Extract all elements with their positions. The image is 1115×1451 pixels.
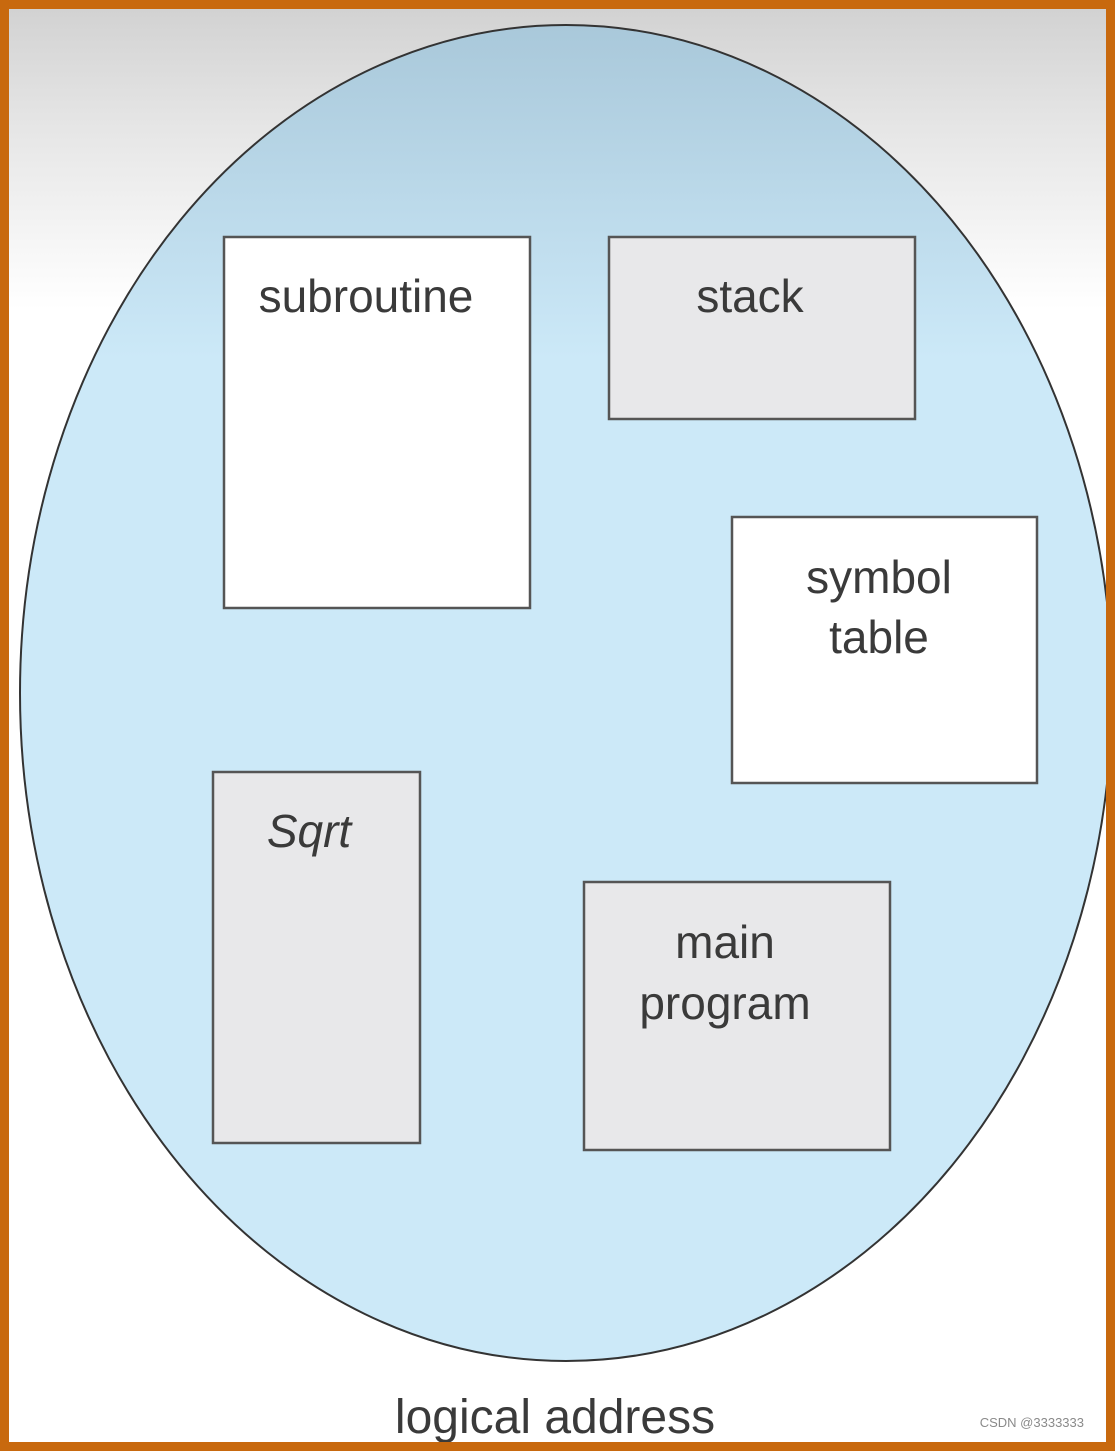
segment-box xyxy=(211,770,422,1145)
diagram-caption: logical address xyxy=(395,1391,715,1444)
segment-symbol-table: symbol table xyxy=(730,515,1039,785)
segment-box xyxy=(582,880,892,1152)
segment-stack: stack xyxy=(607,235,917,421)
segment-label-line-1: symbol xyxy=(806,551,952,603)
segment-box xyxy=(730,515,1039,785)
segment-label-line-1: main xyxy=(675,916,775,968)
logical-address-diagram: subroutine stack symbol table Sqrt main … xyxy=(19,24,1106,1444)
watermark: CSDN @3333333 xyxy=(979,1415,1084,1430)
segment-subroutine: subroutine xyxy=(222,235,532,610)
segment-label: Sqrt xyxy=(267,805,354,857)
segment-label: stack xyxy=(696,270,804,322)
segment-label: subroutine xyxy=(259,270,474,322)
segment-sqrt: Sqrt xyxy=(211,770,422,1145)
segment-main-program: main program xyxy=(582,880,892,1152)
segment-label-line-2: table xyxy=(829,611,929,663)
segment-label-line-2: program xyxy=(639,977,810,1029)
segment-box xyxy=(222,235,532,610)
segment-box xyxy=(607,235,917,421)
